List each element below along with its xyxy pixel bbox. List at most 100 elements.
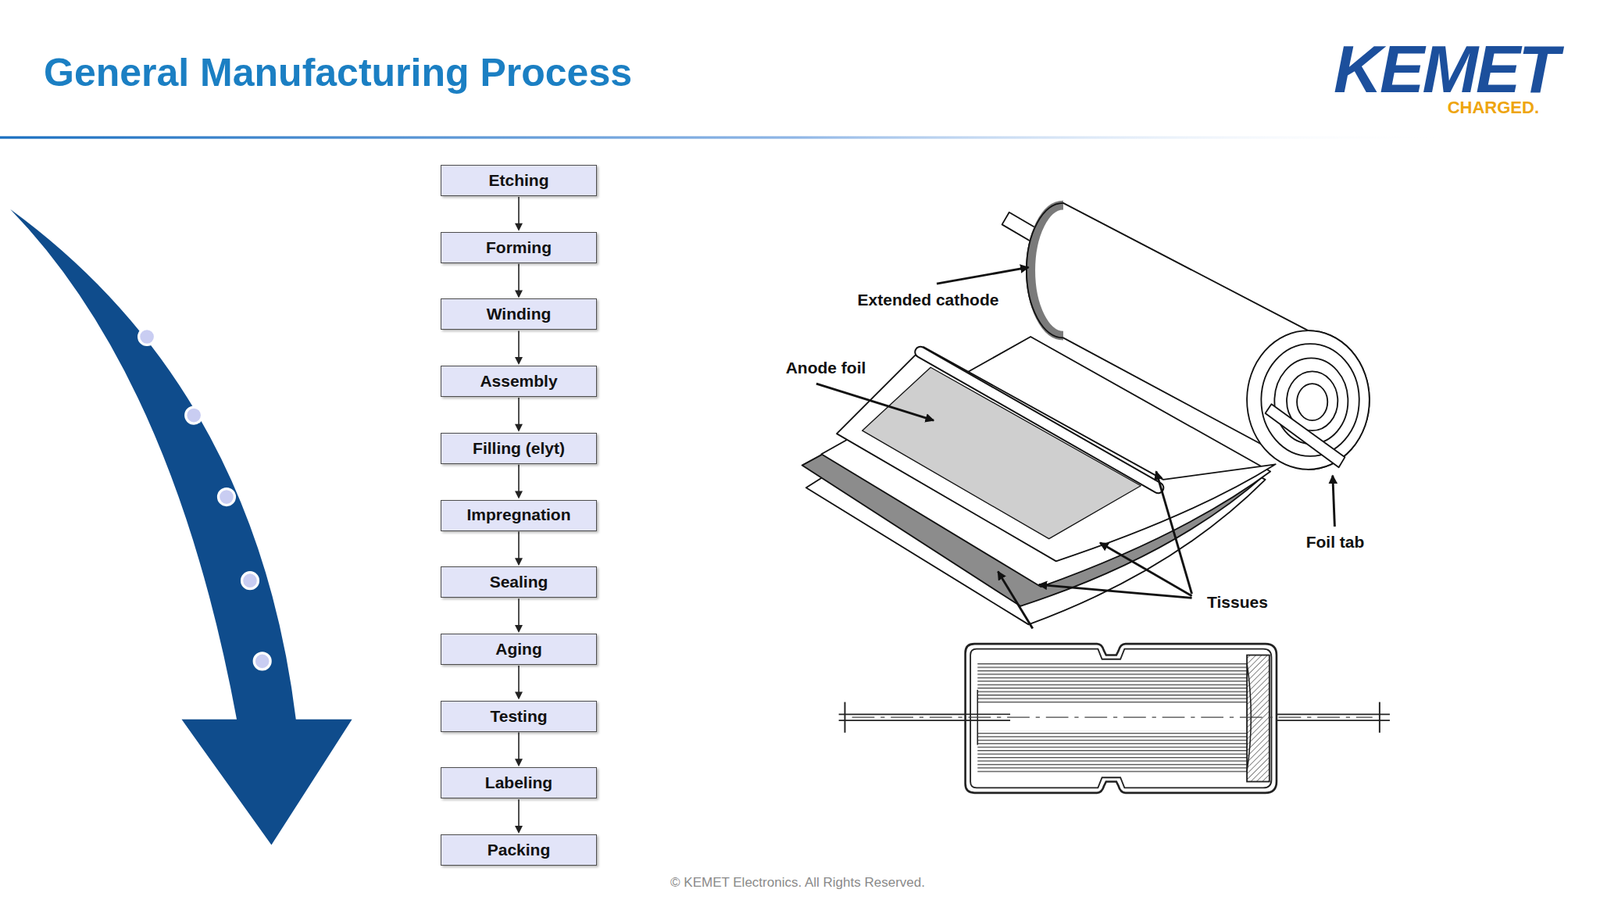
flow-arrow: [514, 464, 523, 500]
logo-wordmark: KEMET: [1333, 35, 1558, 103]
process-step-label: Filling (elyt): [472, 439, 565, 458]
leader-line: [1039, 584, 1193, 598]
leader-line: [816, 267, 1336, 629]
arrow-head: [514, 357, 523, 365]
capacitor-section: [1276, 719, 1390, 722]
process-arrow: [10, 209, 353, 846]
capacitor-section: [970, 649, 1272, 789]
process-box: Aging: [440, 633, 597, 665]
arrow-line: [517, 264, 520, 292]
anode-rod: [920, 352, 1158, 489]
arrow-head: [514, 557, 523, 566]
process-step-label: Aging: [495, 639, 542, 659]
flow-arrow: [514, 598, 523, 633]
arrow-head: [514, 758, 523, 767]
wound-element: [1274, 357, 1348, 444]
leader-line: [816, 383, 934, 421]
logo-tagline: CHARGED.: [1447, 97, 1540, 118]
flow-arrow: [514, 799, 523, 834]
flow-arrow: [514, 532, 523, 567]
arrow-line: [517, 397, 520, 425]
arrow-head: [514, 692, 523, 700]
flow-arrow: [514, 665, 523, 700]
process-step-label: Testing: [489, 707, 547, 726]
flow-arrow: [514, 196, 523, 232]
part-label: Tissues: [1207, 592, 1268, 612]
process-box: Packing: [440, 834, 597, 866]
process-step-label: Sealing: [489, 572, 549, 592]
flow-arrow: [514, 330, 523, 365]
process-box: Testing: [440, 700, 597, 733]
foil-tab: [1265, 403, 1346, 468]
leader-line: [1332, 475, 1336, 527]
roll-end-right: [1246, 330, 1370, 470]
leader-line: [997, 571, 1033, 629]
arrow-line: [517, 330, 520, 358]
slide-title: General Manufacturing Process: [43, 53, 633, 93]
flow-arrow: [514, 397, 523, 433]
arrow-line: [517, 732, 520, 761]
roll-body: [1026, 203, 1370, 470]
process-step-label: Forming: [485, 238, 552, 258]
process-arrow: [139, 328, 156, 346]
process-arrow: [10, 209, 353, 846]
arrow-line: [517, 799, 520, 827]
capacitor-section: [843, 702, 846, 733]
leader-line: [1156, 471, 1193, 594]
capacitor-section: [977, 663, 1247, 704]
process-box: Assembly: [440, 365, 597, 397]
capacitor-section: [839, 643, 1390, 793]
process-box: Winding: [440, 298, 597, 330]
arrow-line: [517, 532, 520, 560]
leader-line: [936, 267, 1029, 284]
copyright-note: © KEMET Electronics. All Rights Reserved…: [670, 875, 925, 891]
process-arrow: [242, 572, 259, 590]
anode-rod: [920, 352, 1158, 489]
arrow-line: [517, 464, 520, 493]
arrow-line: [517, 196, 520, 225]
capacitor-section: [839, 713, 966, 715]
flow-arrow: [514, 264, 523, 299]
capacitor-section: [977, 730, 1247, 774]
capacitor-section: [1246, 655, 1270, 783]
process-box: Forming: [440, 232, 597, 264]
capacitor-section: [1378, 702, 1381, 733]
capacitor-section: [965, 719, 1011, 722]
arrow-head: [514, 491, 523, 500]
capacitor-section: [965, 714, 1011, 716]
capacitor-section: [965, 643, 1277, 793]
capacitor-section: [839, 719, 966, 722]
process-step-label: Impregnation: [466, 505, 571, 525]
capacitor-section: [1276, 713, 1390, 715]
arrow-line: [517, 598, 520, 626]
process-arrow: [253, 653, 271, 670]
part-label: Extended cathode: [857, 289, 1000, 310]
wound-element: [1296, 383, 1328, 421]
arrow-head: [514, 289, 523, 298]
flow-arrow: [514, 732, 523, 768]
roll-end-left: [1026, 203, 1064, 338]
process-step-label: Winding: [486, 304, 552, 324]
process-step-label: Assembly: [479, 371, 558, 391]
process-step-label: Labeling: [485, 773, 553, 793]
header-rule: [0, 135, 1450, 139]
arrow-head: [514, 424, 523, 433]
part-label: Anode foil: [785, 357, 867, 378]
arrow-head: [514, 625, 523, 633]
arrow-head: [514, 825, 523, 834]
process-step-label: Etching: [489, 171, 550, 190]
process-box: Filling (elyt): [440, 432, 597, 465]
leader-line: [1100, 542, 1193, 597]
process-box: Sealing: [440, 566, 597, 598]
process-arrow: [185, 407, 203, 424]
part-label: Foil tab: [1306, 532, 1365, 552]
process-box: Impregnation: [440, 500, 597, 532]
capacitor-section: [852, 717, 1373, 718]
arrow-line: [517, 665, 520, 693]
arrow-head: [514, 223, 523, 232]
wound-element: [802, 203, 1370, 625]
process-step-label: Packing: [487, 840, 551, 860]
process-box: Etching: [440, 164, 597, 197]
